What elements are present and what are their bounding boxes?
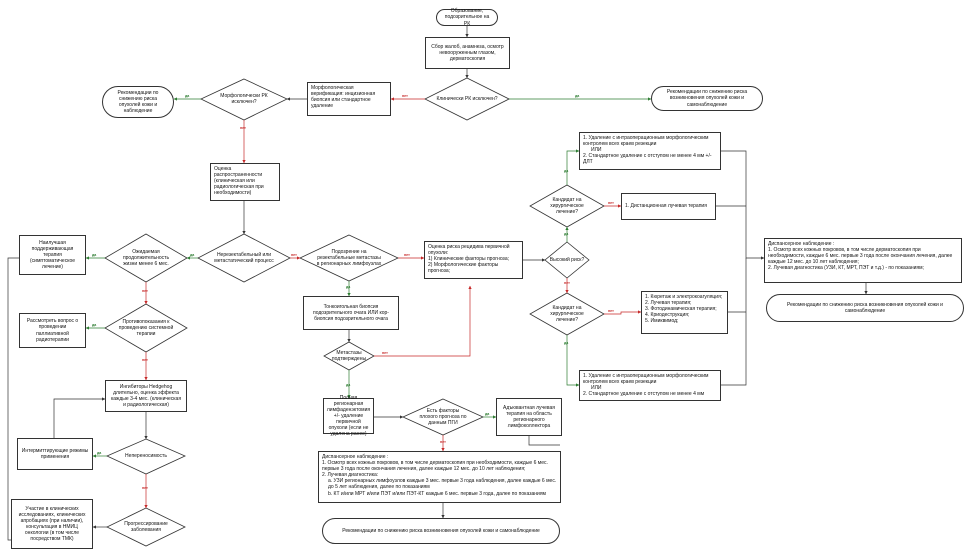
edge-label-no: нет — [402, 94, 408, 98]
edge-label-yes: да — [97, 451, 102, 455]
edge-label-yes: да — [564, 169, 569, 173]
followup-right-title: Диспансерное наблюдение : — [768, 241, 835, 247]
followup-bottom-step: Диспансерное наблюдение : 1. Осмотр всех… — [318, 451, 561, 503]
nonsurgical-item: 5. Имиквимод; — [645, 318, 679, 325]
clinical-trials-step: Участие в клинических исследованиях, кли… — [11, 499, 93, 549]
followup-bottom-subitem: а. УЗИ регионарных лимфоузлов каждые 3 м… — [328, 478, 557, 491]
biopsy-step: Тонкоигольная биопсия подозрительного оч… — [303, 296, 399, 330]
followup-right-item: 2. Лучевая диагностика (УЗИ, КТ, МРТ, ПЭ… — [768, 265, 924, 272]
start-terminal: Образование, подозрительное на РК — [436, 8, 498, 27]
followup-bottom-title: Диспансерное наблюдение : — [322, 454, 389, 460]
adjuvant-radiotherapy-step: Адъювантная лучевая терапия на область р… — [496, 398, 562, 436]
edge-label-yes: да — [346, 383, 351, 387]
edge-label-no: нет — [608, 309, 614, 313]
edge-label-no: нет — [291, 253, 297, 257]
decision-diamond — [197, 233, 291, 283]
surgery-options-bottom-step: 1. Удаление с интраоперационным морфолог… — [579, 370, 721, 401]
recurrence-risk-step: Оценка риска рецидива первичной опухоли:… — [424, 241, 523, 279]
edge-label-no: нет — [142, 358, 148, 362]
palliative-care-step: Наилучшая поддерживающая терапия (симпто… — [19, 235, 86, 275]
edge-label-yes: да — [92, 253, 97, 257]
edge-label-no: нет — [142, 289, 148, 293]
nonsurgical-item: 3. Фотодинамическая терапия; — [645, 306, 717, 313]
nonsurgical-item: 1. Кюретаж и электрокоагуляция; — [645, 294, 723, 300]
edge-label-yes: да — [485, 412, 490, 416]
recurrence-risk-item: 2) Морфологические факторы прогноза; — [428, 262, 499, 275]
decision-high-risk: Высокий риск? — [549, 257, 585, 263]
decision-unresectable: Нерезектабельный или метастатический про… — [214, 252, 274, 264]
intermittent-regimens-step: Интермиттирующие режимы применения — [17, 438, 93, 470]
followup-bottom-item: 1. Осмотр всех кожных покровов, в том чи… — [322, 460, 548, 473]
surgery-option-item: 1. Удаление с интраоперационным морфолог… — [583, 373, 709, 386]
edge-label-no: нет — [440, 440, 446, 444]
surgery-option-item: 1. Удаление с интраоперационным морфолог… — [583, 135, 709, 148]
edge-label-no: нет — [404, 253, 410, 257]
decision-mets-confirmed: Метастазы подтверждены — [331, 350, 367, 362]
consider-radiotherapy-step: Рассмотреть вопрос о проведении паллиати… — [19, 313, 86, 348]
edge-label-no: нет — [240, 126, 246, 130]
edge-label-yes: да — [346, 285, 351, 289]
rec-top-right-terminal: Рекомендации по снижению риска возникнов… — [651, 86, 763, 111]
decision-progression: Прогрессирование заболевания — [124, 521, 168, 533]
recurrence-risk-title: Оценка риска рецидива первичной опухоли: — [428, 244, 510, 257]
decision-morph-exclude: Морфологически РК исключен? — [220, 93, 268, 105]
edge-label-no: нет — [382, 351, 388, 355]
followup-bottom-item: 2. Лучевая диагностика: — [322, 472, 379, 479]
edge-label-yes: да — [92, 323, 97, 327]
decision-clinical-exclude: Клинически РК исключен? — [436, 96, 498, 102]
rec-right-terminal: Рекомендации по снижению риска возникнов… — [766, 294, 964, 322]
decision-contraindications: Противопоказания к проведению системной … — [118, 319, 174, 337]
surgery-option-item: 2. Стандартное удаление с отступом не ме… — [583, 153, 712, 166]
lymph-dissection-step: Полная регионарная лимфаденэктомия +/- у… — [323, 395, 374, 437]
nonsurgical-options-step: 1. Кюретаж и электрокоагуляция; 2. Лучев… — [641, 291, 728, 334]
decision-life-expectancy: Ожидаемая продолжительность жизни менее … — [122, 249, 170, 267]
decision-diamond — [424, 77, 510, 121]
edge-label-no: нет — [564, 281, 570, 285]
surgery-options-top-step: 1. Удаление с интраоперационным морфолог… — [579, 132, 721, 170]
edge-label-yes: да — [575, 94, 580, 98]
decision-metastasis-suspected: Подозрение на резектабельные метастазы в… — [316, 249, 382, 267]
rec-top-left-terminal: Рекомендации по снижению риска опухолей … — [102, 86, 174, 118]
surgery-option-or: ИЛИ — [591, 147, 602, 154]
decision-diamond — [106, 507, 186, 547]
followup-right-step: Диспансерное наблюдение : 1. Осмотр всех… — [764, 238, 962, 283]
edge-label-yes: да — [190, 253, 195, 257]
edge-label-yes: да — [185, 94, 190, 98]
decision-surgery-candidate-top: Кандидат на хирургическое лечение? — [550, 197, 584, 215]
recurrence-risk-item: 1) Клинические факторы прогноза; — [428, 256, 510, 263]
nonsurgical-item: 2. Лучевая терапия; — [645, 300, 692, 307]
edge-label-yes: да — [564, 232, 569, 236]
spread-evaluation-step: Оценка распространенности (клиническая и… — [210, 163, 280, 201]
decision-surgery-candidate-bottom: Кандидат на хирургическое лечение? — [550, 305, 584, 323]
complaints-step: Сбор жалоб, анамнеза, осмотр невооруженн… — [425, 37, 510, 69]
edge-label-no: нет — [608, 201, 614, 205]
remote-radiotherapy-step: 1. Дистанционная лучевая терапия — [621, 193, 716, 220]
followup-bottom-subitem: b. КТ и/или МРТ и/или ПЭТ и/или ПЭТ-КТ к… — [328, 490, 546, 497]
edge-label-no: нет — [142, 486, 148, 490]
morph-verification-step: Морфологическая верификация: инцизионная… — [307, 82, 391, 116]
edge-label-yes: да — [564, 341, 569, 345]
surgery-option-item: 2. Стандартное удаление с отступом не ме… — [583, 391, 705, 398]
surgery-option-or: ИЛИ — [591, 385, 602, 392]
decision-poor-prognosis: Есть факторы плохого прогноза по данным … — [419, 408, 467, 426]
followup-right-item: 1. Осмотр всех кожных покровов, в том чи… — [768, 247, 953, 266]
rec-bottom-terminal: Рекомендации по снижению риска возникнов… — [322, 518, 560, 544]
decision-intolerance: Непереносимость — [125, 453, 167, 459]
nonsurgical-item: 4. Криодеструкция; — [645, 312, 690, 319]
hedgehog-inhibitors-step: Ингибиторы Hedgehog длительно, оценка эф… — [105, 380, 187, 412]
